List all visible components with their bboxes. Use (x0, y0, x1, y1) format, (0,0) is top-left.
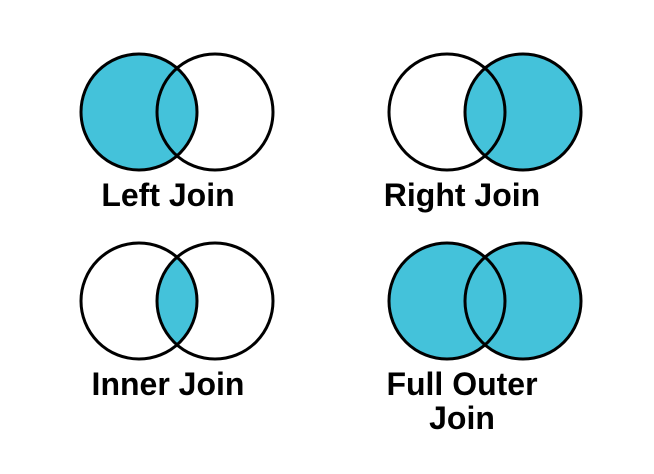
right-join-label: Right Join (383, 177, 541, 213)
venn-cell-inner-join: Inner Join (65, 240, 289, 402)
right-circle-fill (465, 243, 581, 359)
left-circle-fill (81, 54, 197, 170)
intersection-fill (157, 243, 197, 359)
right-circle (155, 52, 275, 172)
left-circle (387, 241, 507, 361)
left-join-label: Left Join (101, 177, 235, 213)
venn-diagram-inner-join (79, 241, 275, 361)
right-circle (155, 241, 275, 361)
right-circle (463, 52, 583, 172)
venn-diagram-right-join (387, 52, 583, 172)
left-circle (387, 52, 507, 172)
venn-diagram-left-join (79, 52, 275, 172)
inner-join-label: Inner Join (91, 366, 245, 402)
left-circle (79, 241, 199, 361)
left-circle (79, 52, 199, 172)
venn-diagram-full-outer-join (387, 241, 583, 361)
venn-cell-left-join: Left Join (65, 51, 289, 213)
venn-cell-right-join: Right Join (373, 51, 597, 213)
full-outer-join-label: Full Outer Join (386, 366, 538, 436)
right-circle (463, 241, 583, 361)
right-circle-fill (465, 54, 581, 170)
venn-cell-full-outer-join: Full Outer Join (373, 240, 597, 436)
